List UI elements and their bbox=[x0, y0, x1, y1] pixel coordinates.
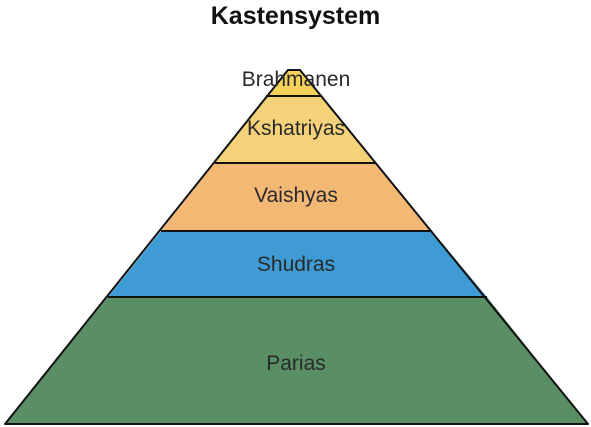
tier-label-brahmanen: Brahmanen bbox=[242, 68, 351, 91]
tier-vaishyas bbox=[161, 163, 432, 231]
pyramid-outline bbox=[4, 69, 589, 425]
tier-label-parias: Parias bbox=[266, 352, 326, 375]
tier-brahmanen bbox=[266, 70, 322, 96]
tier-label-shudras: Shudras bbox=[257, 253, 335, 276]
diagram-title: Kastensystem bbox=[210, 2, 381, 30]
tier-label-vaishyas: Vaishyas bbox=[254, 184, 338, 207]
tier-label-kshatriyas: Kshatriyas bbox=[247, 117, 345, 140]
tier-parias bbox=[5, 297, 588, 424]
tier-shudras bbox=[108, 231, 487, 297]
